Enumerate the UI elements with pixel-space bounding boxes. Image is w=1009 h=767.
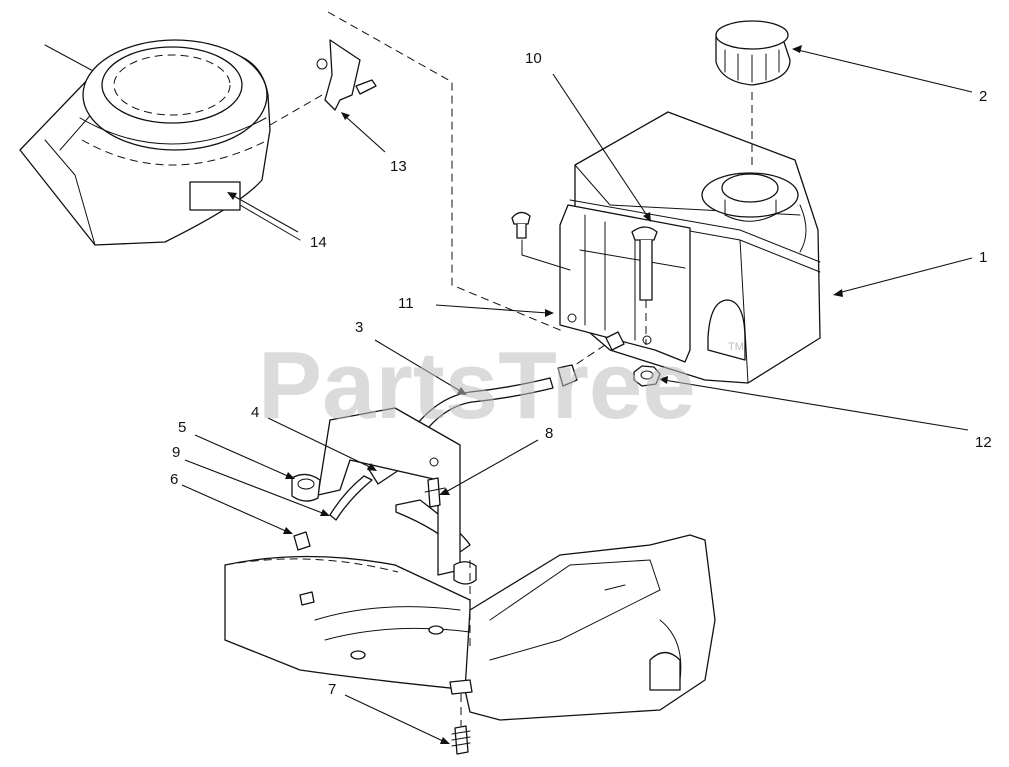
mounting-bracket-13: [269, 39, 377, 126]
callout-4: 4: [251, 404, 259, 421]
callout-2: 2: [979, 88, 987, 105]
callout-13: 13: [390, 158, 407, 175]
shoulder-bolt-10: [631, 226, 658, 345]
callout-5: 5: [178, 419, 186, 436]
fuel-tank: [569, 111, 821, 384]
callout-8: 8: [545, 425, 553, 442]
callout-labels: 1 2 3 4 5 6 7 8 9 10 11 12 13 14: [170, 50, 992, 698]
engine-shroud: [19, 39, 301, 246]
callout-10: 10: [525, 50, 542, 67]
flange-nut-12: [633, 365, 661, 387]
deck-frame: [464, 534, 716, 721]
callout-1: 1: [979, 249, 987, 266]
callout-6: 6: [170, 471, 178, 488]
fuel-line-fitting: [557, 331, 625, 387]
callout-7: 7: [328, 681, 336, 698]
watermark-trademark: TM: [728, 341, 744, 353]
carriage-bolt-small: [511, 211, 571, 271]
tank-mount-bracket: [559, 204, 691, 363]
fuel-cap: [715, 20, 791, 168]
callout-12: 12: [975, 434, 992, 451]
callout-9: 9: [172, 444, 180, 461]
watermark-text: PartsTree: [258, 332, 696, 439]
callout-11: 11: [398, 295, 414, 312]
callout-3: 3: [355, 319, 363, 336]
callout-14: 14: [310, 234, 327, 251]
hex-bolt-7: [449, 679, 473, 755]
mower-deck: [224, 555, 471, 691]
mount-bracket-8: [291, 407, 477, 585]
watermark: PartsTree TM: [258, 332, 744, 439]
leader-lines: [181, 45, 973, 744]
